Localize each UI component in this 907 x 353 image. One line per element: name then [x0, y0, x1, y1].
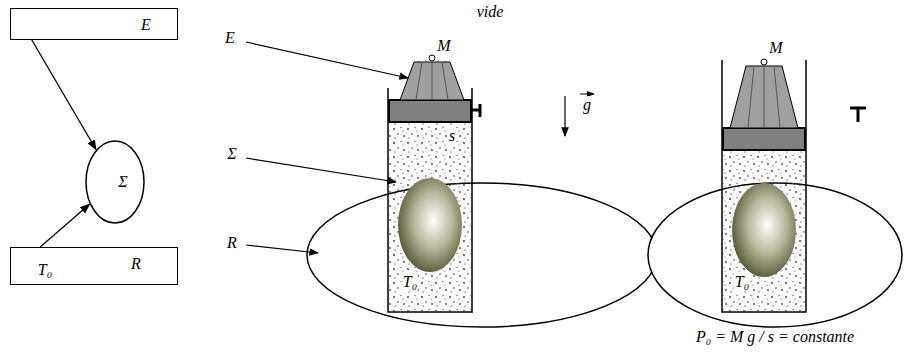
system-egg: [732, 183, 796, 277]
leader-line: [246, 158, 396, 182]
gravity-label: g: [582, 96, 592, 114]
flow-arrow: [40, 204, 89, 247]
ellipse-shape: [86, 141, 144, 223]
mass-label: M: [436, 37, 451, 55]
cylinder: [388, 88, 472, 312]
piston: [723, 128, 805, 150]
weight-ring: [761, 59, 767, 65]
flow-arrow: [32, 40, 96, 150]
leader-line: [246, 245, 318, 253]
part-label: Σ: [226, 145, 238, 163]
area-label: s: [448, 127, 456, 145]
temperature-label: T₀: [734, 273, 750, 291]
sand-fill: [389, 122, 471, 311]
weight-ring: [429, 55, 435, 61]
weight: [400, 62, 464, 100]
vacuum-label: vide: [476, 3, 505, 21]
vector-arrow: [580, 94, 594, 95]
cylinder: [722, 60, 806, 312]
node-text: T₀: [38, 261, 52, 279]
equation-label: P₀ = M g / s = constante: [695, 328, 855, 346]
node-text: Σ: [118, 173, 128, 191]
reservoir-ellipse: [307, 183, 657, 327]
weight: [730, 66, 798, 128]
ellipse-outline: [85, 140, 145, 224]
piston: [389, 100, 471, 122]
energy-box: E: [10, 8, 178, 40]
system-ellipse: Σ: [85, 140, 145, 224]
system-egg: [398, 178, 462, 272]
leader-line: [246, 42, 408, 78]
reservoir-box: T₀ R: [10, 247, 178, 285]
node-text: E: [141, 16, 151, 34]
part-label: R: [226, 234, 238, 252]
latch: [470, 104, 480, 117]
latch: [850, 108, 866, 122]
temperature-label: T₀: [402, 273, 418, 291]
weight-facets: [748, 66, 780, 128]
sand-fill: [723, 150, 805, 311]
gravity-arrow: [564, 96, 565, 136]
part-label: E: [224, 29, 236, 47]
mass-label: M: [768, 39, 783, 57]
weight-facets: [416, 62, 448, 100]
node-text: R: [131, 255, 141, 273]
